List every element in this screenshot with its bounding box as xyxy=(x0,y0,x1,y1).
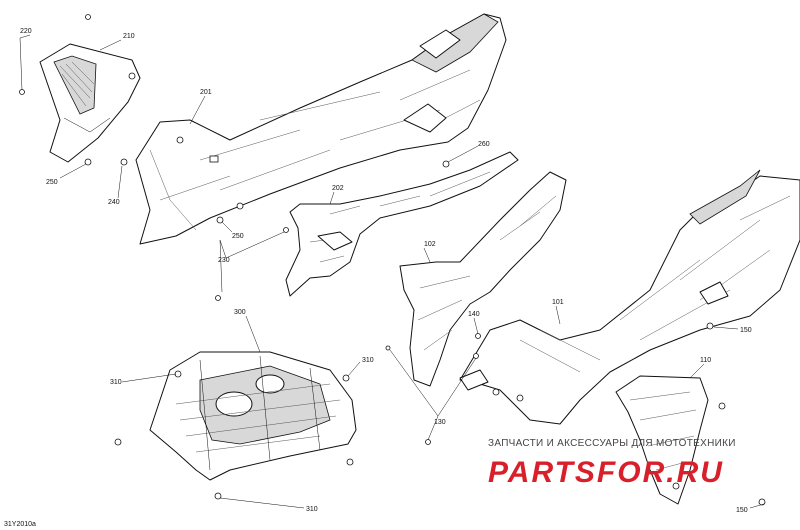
part-101-right-side-panel xyxy=(459,169,800,425)
leader-lines xyxy=(19,34,765,509)
callout-300: 300 xyxy=(234,309,246,316)
callout-240: 240 xyxy=(108,199,120,206)
callout-310-left: 310 xyxy=(110,379,122,386)
callout-110: 110 xyxy=(700,357,711,364)
callout-202: 202 xyxy=(332,185,344,192)
watermark-tagline: ЗАПЧАСТИ И АКСЕССУАРЫ ДЛЯ МОТОТЕХНИКИ xyxy=(488,438,736,449)
callout-230: 230 xyxy=(218,257,230,264)
callout-150-bottom: 150 xyxy=(736,507,748,514)
part-102-inner-panel xyxy=(399,171,567,387)
fasteners xyxy=(19,14,766,506)
callout-140: 140 xyxy=(468,311,480,318)
callout-130: 130 xyxy=(434,419,446,426)
callout-220: 220 xyxy=(20,28,32,35)
callout-310-right: 310 xyxy=(362,357,374,364)
part-300-tray xyxy=(149,351,357,481)
callout-250-left: 250 xyxy=(46,179,58,186)
callout-250-mid: 250 xyxy=(232,233,244,240)
callout-101: 101 xyxy=(552,299,564,306)
callout-labels: 220 210 201 250 240 250 230 202 260 102 … xyxy=(4,28,752,528)
callout-210: 210 xyxy=(123,33,135,40)
callout-150-right: 150 xyxy=(740,327,752,334)
part-201-left-side-panel xyxy=(135,13,507,245)
callout-260: 260 xyxy=(478,141,490,148)
part-210-front-panel xyxy=(39,43,141,163)
drawing-code: 31Y2010a xyxy=(4,521,36,528)
watermark-brand: PARTSFOR.RU xyxy=(488,456,724,489)
part-202-inner-panel xyxy=(285,151,519,297)
callout-201: 201 xyxy=(200,89,212,96)
callout-310-bottom: 310 xyxy=(306,506,318,513)
watermark: ЗАПЧАСТИ И АКСЕССУАРЫ ДЛЯ МОТОТЕХНИКИ PA… xyxy=(488,438,736,489)
callout-102: 102 xyxy=(424,241,436,248)
